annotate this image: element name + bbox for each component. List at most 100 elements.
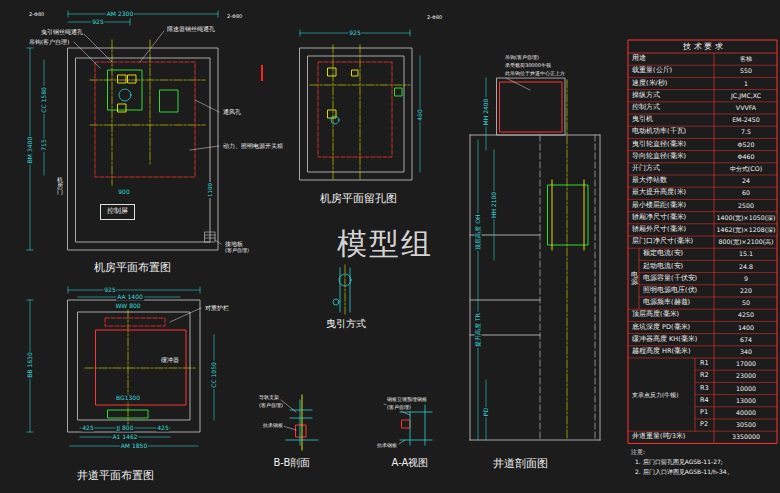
table-cell: R1	[699, 360, 710, 367]
table-rule	[628, 40, 777, 41]
dimension-text: 顶层高度 OH	[475, 213, 482, 250]
dimension-text: 425	[81, 425, 94, 432]
table-cell: 用途	[631, 55, 647, 62]
table-cell: 1400(宽)×1050(深)	[715, 214, 776, 221]
table-rule	[695, 394, 777, 395]
table-cell: 起动电流(安)	[642, 263, 684, 270]
table-cell: 1. 层门口留孔图见AGSB-11-27;	[634, 459, 724, 466]
dimension-text: 1100	[207, 182, 213, 198]
table-rule	[628, 248, 777, 249]
sheave-circle	[119, 89, 131, 101]
table-cell: 顶层高度(毫米)	[631, 312, 680, 319]
table-cell: Φ460	[737, 153, 756, 160]
table-cell: 800(宽)×2100(高)	[717, 238, 774, 245]
table-cell: 10000	[735, 385, 757, 392]
sheave-circle	[339, 274, 351, 286]
ground-plate	[205, 232, 215, 242]
table-cell: 电源容量(千伏安)	[642, 275, 698, 282]
table-cell: P1	[699, 409, 709, 416]
annotation-text: 导轨支架	[258, 395, 280, 401]
table-cell: 缓冲器高度 KH(毫米)	[631, 336, 698, 343]
view-title: 机房平面布置图	[93, 262, 172, 275]
table-cell: 50	[741, 299, 751, 306]
table-rule	[628, 138, 777, 139]
table-rule	[639, 297, 777, 298]
table-cell: 层门口净尺寸(毫米)	[631, 238, 694, 245]
annotation-text: 动力、照明电源开关箱	[222, 143, 284, 149]
dimension-text: 715	[41, 138, 48, 151]
annotation-text: 机房门	[57, 176, 63, 196]
table-rule	[628, 126, 777, 127]
table-cell: 13000	[735, 397, 757, 404]
table-cell: 1	[743, 80, 749, 87]
dimension-text: HH 2100	[491, 191, 498, 219]
annotation-text: 2-Φ80	[426, 15, 443, 21]
table-cell: 电源频率(赫兹)	[642, 299, 691, 306]
dimension-text: 460	[417, 108, 424, 121]
annotation-text: 接地板	[224, 241, 244, 247]
table-cell: 轿厢外尺寸(毫米)	[631, 226, 687, 233]
dimension-text: MH 2400	[483, 98, 490, 127]
table-rule	[639, 272, 777, 273]
centre-line	[85, 40, 567, 440]
table-cell: 轿厢净尺寸(毫米)	[631, 214, 687, 221]
dimension-text: AM 2300	[106, 11, 134, 18]
sheave-circle	[333, 299, 339, 305]
table-cell: JC,JMC,XC	[730, 92, 762, 99]
watermark: 模型组	[336, 227, 434, 262]
table-rule	[628, 175, 777, 176]
dimension-text: 925	[91, 19, 104, 26]
dimension-line	[27, 11, 494, 446]
car-outline-red	[96, 82, 562, 437]
rail-profile	[286, 268, 432, 445]
table-cell: 2500	[737, 202, 755, 209]
table-rule	[695, 382, 777, 383]
table-cell: 井道重量(吨/3米)	[631, 434, 686, 441]
table-cell: 23000	[735, 373, 757, 380]
table-cell: R2	[699, 373, 710, 380]
dimension-text: 925	[103, 287, 116, 294]
table-cell: P2	[699, 421, 709, 428]
table-cell: 底坑深度 PD(毫米)	[631, 324, 691, 331]
table-cell: 电源	[631, 271, 638, 287]
table-rule	[628, 89, 777, 90]
view-title: 机房平面留孔图	[319, 193, 398, 206]
view-title: 曳引方式	[325, 318, 367, 330]
dimension-text: CC 1580	[41, 86, 48, 114]
leader-line	[74, 31, 530, 444]
table-rule	[628, 309, 777, 310]
table-rule	[628, 187, 777, 188]
table-cell: 操纵方式	[631, 92, 661, 99]
view-title: B-B剖面	[273, 457, 312, 469]
annotation-text: 通风孔	[222, 109, 242, 115]
dimension-text: CC 1050	[211, 361, 218, 389]
annotation-text: 抗承钢板	[376, 443, 398, 449]
table-rule	[628, 333, 777, 334]
table-cell: 674	[739, 336, 753, 343]
dimension-text: JJ 800	[116, 425, 135, 432]
dimension-text: 900	[117, 189, 130, 196]
view-title: A-A视图	[391, 457, 430, 469]
table-cell: 4250	[737, 312, 755, 319]
machine-part	[108, 70, 588, 418]
table-rule	[639, 260, 777, 261]
table-cell: 电动机功率(千瓦)	[631, 129, 687, 136]
dimension-text: BM 3400	[27, 136, 34, 164]
table-rule	[695, 358, 696, 431]
table-rule	[628, 431, 777, 432]
table-cell: 30500	[735, 421, 757, 428]
table-cell: 550	[739, 68, 753, 75]
annotation-text: 承受载荷30000牛顿	[504, 63, 552, 69]
table-cell: 60	[741, 190, 751, 197]
table-cell: 17000	[735, 360, 757, 367]
annotation-text: 2-Φ80	[28, 12, 45, 18]
table-cell: 支承点反力(牛顿)	[631, 391, 679, 397]
annotation-text: 抗承钢板	[262, 423, 284, 429]
dimension-text: PD	[483, 407, 490, 417]
table-rule	[628, 443, 777, 444]
dimension-text: 提升高度 TR	[475, 312, 482, 348]
wall-outline	[68, 48, 600, 440]
table-cell: 1400	[737, 324, 755, 331]
dimension-text: AM 1850	[120, 443, 148, 450]
table-rule	[628, 65, 777, 66]
